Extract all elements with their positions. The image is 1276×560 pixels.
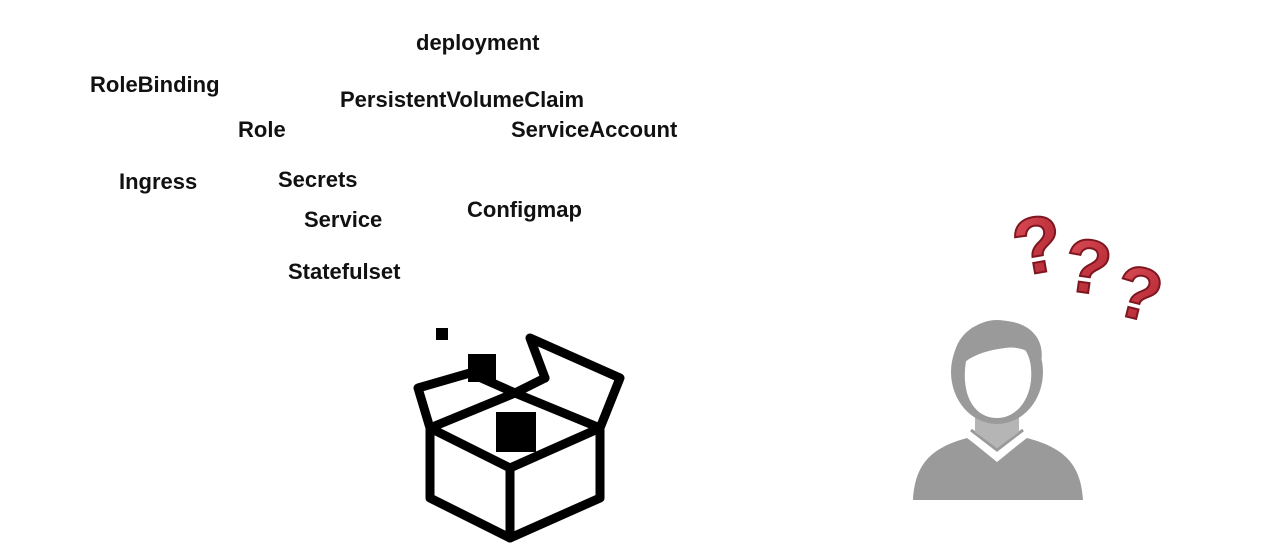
medium-square-icon [468, 354, 496, 382]
term-service-account: ServiceAccount [511, 117, 678, 142]
small-square-icon [436, 328, 448, 340]
term-rolebinding: RoleBinding [90, 72, 220, 97]
term-configmap: Configmap [467, 197, 582, 222]
term-statefulset: Statefulset [288, 259, 401, 284]
open-box-icon [413, 328, 625, 543]
term-deployment: deployment [416, 30, 540, 55]
term-secrets: Secrets [278, 167, 358, 192]
large-square-icon [496, 412, 536, 452]
svg-text:?: ? [1107, 248, 1171, 330]
question-marks-icon: ? ? ? [1005, 196, 1172, 330]
term-service: Service [304, 207, 383, 232]
svg-text:?: ? [1006, 197, 1070, 293]
svg-text:?: ? [1059, 222, 1117, 313]
confused-person-icon [913, 320, 1083, 500]
term-persistent-volume-claim: PersistentVolumeClaim [340, 87, 585, 112]
term-role: Role [238, 117, 286, 142]
term-ingress: Ingress [119, 169, 198, 194]
